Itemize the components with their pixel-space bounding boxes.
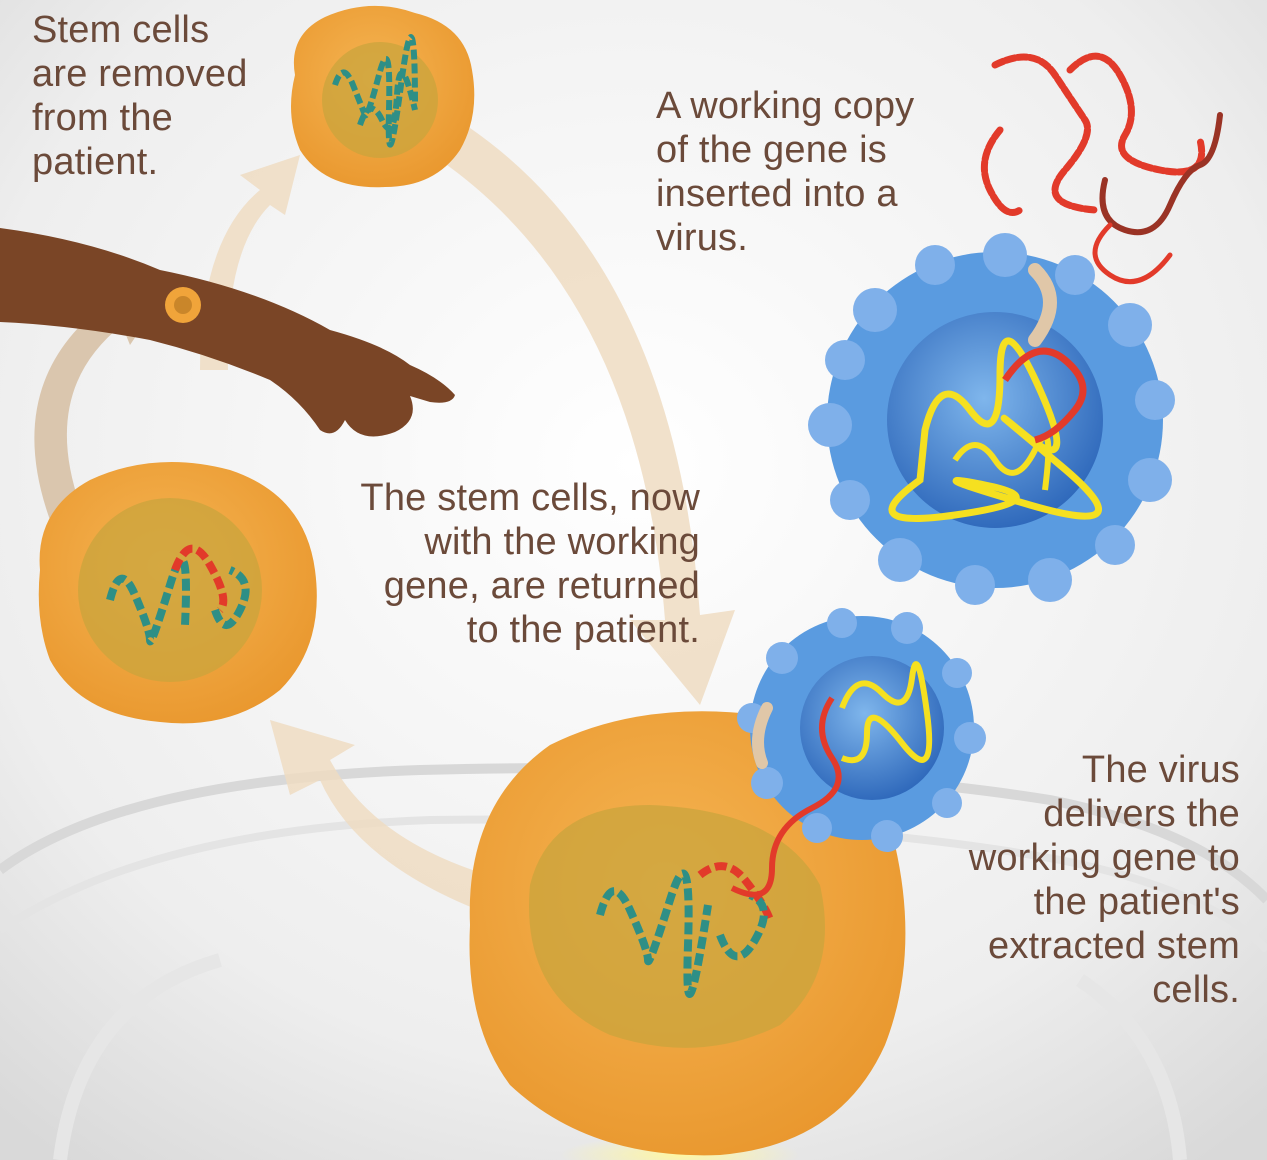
step-returned-label: The stem cells, now with the working gen… (290, 476, 700, 652)
step-removed-label: Stem cells are removed from the patient. (32, 8, 332, 184)
step-delivers-label: The virus delivers the working gene to t… (900, 748, 1240, 1012)
stem-cell (39, 462, 317, 723)
step-inserted-label: A working copy of the gene is inserted i… (656, 84, 986, 260)
